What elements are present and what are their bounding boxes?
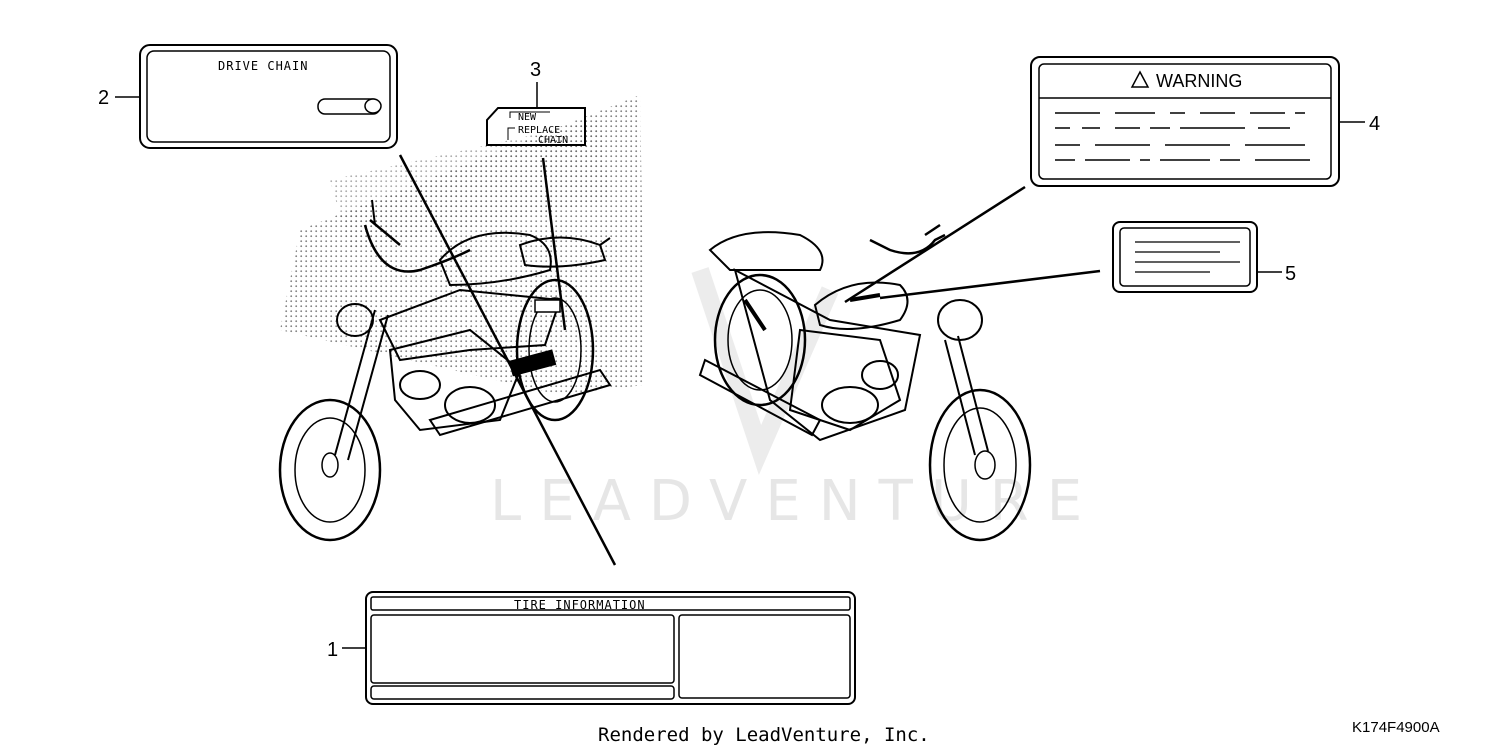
watermark-text: LEADVENTURE [490,469,1100,534]
callout-5: 5 [1285,263,1296,285]
replace-text: REPLACE [518,125,560,136]
drive-chain-text: DRIVE CHAIN [218,59,308,73]
warning-triangle-icon [1130,70,1150,88]
right-motorcycle [698,223,1032,542]
chain-text: CHAIN [538,135,568,146]
leader-line-3 [541,157,567,331]
footer-credit: Rendered by LeadVenture, Inc. [598,724,930,746]
blank-label [1112,221,1258,293]
watermark-logo [691,267,839,476]
warning-label: WARNING [1030,56,1340,187]
callout-1: 1 [327,639,338,661]
leader-line-2 [398,154,617,566]
drive-chain-label: DRIVE CHAIN [139,44,398,149]
leader-line-5 [879,269,1101,300]
part-number: K174F4900A [1352,719,1440,736]
tire-information-text: TIRE INFORMATION [514,598,646,612]
warning-text: WARNING [1156,71,1242,91]
callout-4: 4 [1369,113,1380,135]
leader-line-4 [844,185,1026,304]
tire-information-label: TIRE INFORMATION [365,591,856,705]
new-replace-chain-label: NEW REPLACE CHAIN [486,107,586,146]
callout-2: 2 [98,87,109,109]
new-text: NEW [518,112,537,123]
left-motorcycle [278,95,645,542]
callout-3: 3 [530,59,541,81]
